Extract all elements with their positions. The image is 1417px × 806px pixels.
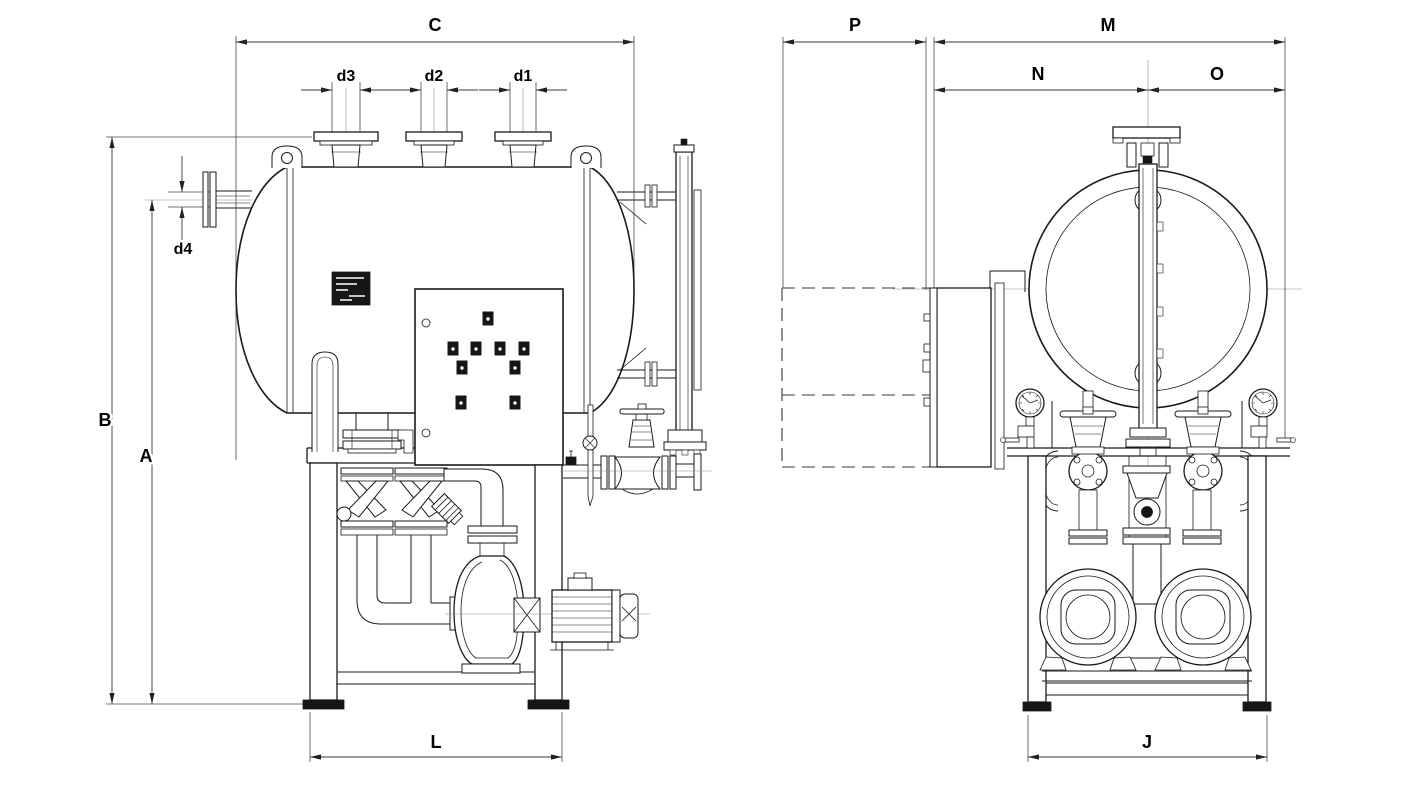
dim-label-d1: d1 bbox=[514, 68, 533, 85]
dim-label-P: P bbox=[849, 15, 861, 35]
dim-label-L: L bbox=[431, 732, 442, 752]
suction-valve-2 bbox=[394, 467, 464, 536]
dim-label-d4: d4 bbox=[174, 241, 193, 258]
dim-label-N: N bbox=[1032, 64, 1045, 84]
cabinet-knob bbox=[923, 313, 931, 322]
panel-lamp-top bbox=[421, 318, 431, 328]
panel-lamp-bottom bbox=[421, 428, 431, 438]
front-view: C d3 d2 d1 d4 B A L bbox=[96, 13, 712, 762]
handwheel-valve-right bbox=[1174, 390, 1232, 455]
dim-label-J: J bbox=[1142, 732, 1152, 752]
tank-bottom-outlet bbox=[342, 413, 414, 454]
pump-inlet-flange-right bbox=[1182, 451, 1223, 545]
pressure-gauge-right bbox=[1248, 388, 1296, 449]
deck-beam bbox=[1007, 447, 1290, 457]
skid-legs-front bbox=[302, 462, 570, 710]
front-extension-lines bbox=[106, 36, 635, 762]
pressure-gauge-left bbox=[1000, 388, 1045, 449]
dim-label-d3: d3 bbox=[337, 68, 356, 85]
door-swing-dashed bbox=[781, 287, 930, 468]
dimensions-side: P M N O J bbox=[783, 13, 1285, 760]
lifting-lug-right bbox=[570, 145, 602, 168]
level-gauge-side bbox=[1125, 163, 1171, 457]
discharge-globe-valve bbox=[560, 403, 712, 495]
cabinet-handle bbox=[922, 359, 931, 373]
control-panel bbox=[414, 288, 564, 466]
dim-label-d2: d2 bbox=[425, 68, 444, 85]
side-view: P M N O J bbox=[781, 13, 1302, 762]
dimensions-front: C d3 d2 d1 d4 B A L bbox=[96, 13, 634, 760]
dim-label-A: A bbox=[140, 446, 153, 466]
dim-label-B: B bbox=[99, 410, 112, 430]
motor-front bbox=[445, 572, 650, 651]
dim-label-C: C bbox=[429, 15, 442, 35]
skid-legs-side bbox=[1027, 455, 1267, 703]
pump-discharge-elbow bbox=[443, 468, 518, 556]
nozzle-d3 bbox=[313, 131, 379, 168]
strainer-cap bbox=[430, 492, 464, 526]
top-flange-side bbox=[1112, 126, 1181, 168]
pump-inlet-flange-left bbox=[1068, 451, 1108, 545]
pump-front bbox=[453, 555, 541, 674]
tank-saddles bbox=[1051, 401, 1243, 448]
dim-label-M: M bbox=[1101, 15, 1116, 35]
panel-button-dots bbox=[451, 317, 526, 405]
level-gauge-front bbox=[617, 138, 707, 456]
cabinet-knob bbox=[923, 397, 931, 407]
pump-volute-left bbox=[1039, 568, 1137, 671]
dim-label-O: O bbox=[1210, 64, 1224, 84]
cabinet-side bbox=[922, 270, 1026, 470]
thermowell bbox=[582, 404, 598, 507]
nameplate bbox=[331, 271, 371, 306]
nozzle-d1 bbox=[494, 131, 552, 168]
base-frame-side bbox=[1022, 670, 1272, 712]
side-extension-lines bbox=[782, 37, 1286, 762]
nozzle-d2 bbox=[405, 131, 463, 168]
side-nozzle-d4 bbox=[202, 171, 252, 228]
suction-valve-1 bbox=[336, 467, 394, 536]
handwheel-valve-left bbox=[1059, 390, 1117, 455]
pump-volute-right bbox=[1154, 568, 1252, 671]
cabinet-knob bbox=[923, 343, 931, 353]
discharge-header bbox=[563, 450, 601, 479]
lifting-lug-left bbox=[271, 145, 303, 168]
